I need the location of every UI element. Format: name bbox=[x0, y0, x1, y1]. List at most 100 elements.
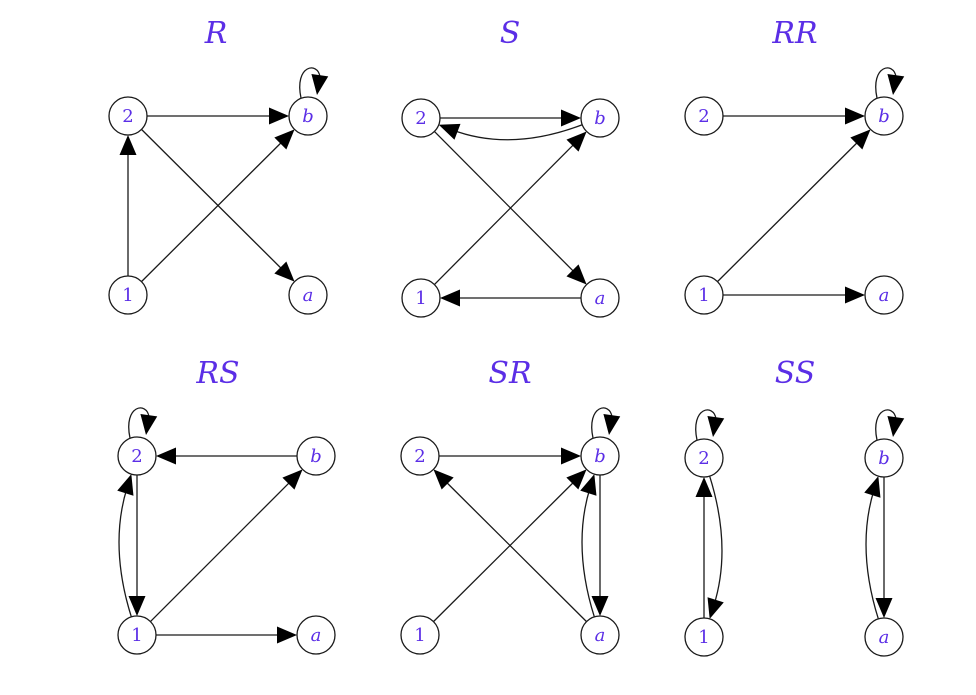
panel-1-node-1: 1 bbox=[401, 278, 441, 318]
panel-2-edge-2-to-b bbox=[723, 107, 865, 125]
panel-2-edge-1-to-a-arrowhead bbox=[845, 286, 865, 304]
panel-2-node-b: b bbox=[864, 96, 904, 136]
node-circle bbox=[864, 275, 904, 315]
node-circle bbox=[400, 436, 440, 476]
node-label: b bbox=[594, 108, 606, 129]
panel-1-edge-2-to-a-arrowhead bbox=[566, 264, 587, 285]
panel-4-node-1: 1 bbox=[400, 615, 440, 655]
panel-4-edge-b-to-a-arrowhead bbox=[591, 596, 609, 616]
node-circle bbox=[108, 96, 148, 136]
node-label: a bbox=[879, 627, 890, 648]
panel-3-edge-1-to-a-arrowhead bbox=[277, 626, 297, 644]
panel-4-edge-b-to-b-arrowhead bbox=[603, 413, 621, 435]
node-label: b bbox=[594, 446, 606, 467]
panel-4-edge-a-to-b bbox=[580, 474, 597, 618]
panel-5-edge-2-to-2 bbox=[695, 409, 725, 441]
node-label: 1 bbox=[698, 285, 709, 306]
panel-1-node-a: a bbox=[580, 278, 620, 318]
panel-4-edge-1-to-b bbox=[433, 469, 587, 623]
panel-2-edge-b-to-b bbox=[875, 67, 905, 99]
node-label: a bbox=[311, 625, 322, 646]
panel-0-edge-1-to-2 bbox=[119, 135, 137, 276]
panel-5-edge-b-to-b bbox=[875, 409, 905, 441]
panel-4-edge-a-to-b-line bbox=[581, 487, 595, 618]
panel-3-node-1: 1 bbox=[117, 615, 157, 655]
panel-2-edge-b-to-b-line bbox=[875, 67, 897, 99]
panel-3-edge-2-to-2 bbox=[128, 407, 158, 439]
panel-0-edge-1-to-b bbox=[141, 129, 295, 283]
panel-1-edge-2-to-b bbox=[440, 109, 581, 127]
panel-1-node-2: 2 bbox=[401, 98, 441, 138]
panel-2-edge-1-to-b-arrowhead bbox=[850, 129, 871, 150]
node-circle bbox=[864, 438, 904, 478]
node-circle bbox=[401, 98, 441, 138]
panel-4-edge-b-to-b bbox=[591, 407, 621, 439]
panel-4-edge-a-to-2-line bbox=[442, 478, 587, 623]
panel-title: RS bbox=[195, 356, 239, 391]
panel-4-node-a: a bbox=[580, 615, 620, 655]
node-circle bbox=[580, 98, 620, 138]
node-circle bbox=[296, 615, 336, 655]
panel-0-edge-2-to-a bbox=[141, 128, 295, 282]
node-circle bbox=[864, 96, 904, 136]
panel-2-node-2: 2 bbox=[684, 96, 724, 136]
panel-5-edge-a-to-b bbox=[864, 476, 881, 620]
node-label: a bbox=[879, 285, 890, 306]
node-label: a bbox=[303, 285, 314, 306]
panel-0-edge-1-to-b-line bbox=[141, 138, 286, 283]
panel-1-edge-b-to-2-arrowhead bbox=[438, 123, 461, 140]
panel-3-edge-1-to-b-arrowhead bbox=[282, 469, 303, 490]
panel-1-edge-1-to-b-arrowhead bbox=[566, 131, 587, 152]
node-label: 1 bbox=[698, 627, 709, 648]
node-label: 1 bbox=[131, 625, 142, 646]
panel-4-edge-a-to-2 bbox=[433, 469, 587, 623]
panel-4-edge-2-to-b-arrowhead bbox=[561, 447, 581, 465]
panel-4-edge-a-to-b-arrowhead bbox=[580, 474, 597, 496]
panel-3-edge-2-to-2-arrowhead bbox=[140, 413, 158, 435]
panel-title: RR bbox=[771, 16, 817, 51]
node-circle bbox=[117, 615, 157, 655]
panel-3-edge-b-to-2 bbox=[156, 447, 297, 465]
panel-2-node-a: a bbox=[864, 275, 904, 315]
panel-5-node-1: 1 bbox=[684, 617, 724, 657]
panel-title: R bbox=[204, 16, 228, 51]
node-circle bbox=[684, 275, 724, 315]
panel-4-edge-1-to-b-arrowhead bbox=[566, 469, 587, 490]
node-circle bbox=[400, 615, 440, 655]
node-circle bbox=[117, 436, 157, 476]
panel-5-node-a: a bbox=[864, 617, 904, 657]
panel-0-edge-b-to-b bbox=[299, 67, 329, 99]
panel-4-edge-b-to-b-line bbox=[591, 407, 613, 439]
panel-0-node-b: b bbox=[288, 96, 328, 136]
panel-5-edge-2-to-2-line bbox=[695, 409, 717, 441]
panel-5-edge-a-to-b-line bbox=[865, 489, 879, 620]
panel-2-edge-1-to-b bbox=[717, 129, 871, 283]
panel-5-edge-1-to-2-arrowhead bbox=[695, 477, 713, 497]
panel-3-node-b: b bbox=[296, 436, 336, 476]
panel-0-edge-b-to-b-line bbox=[299, 67, 321, 99]
panel-3-edge-1-to-a bbox=[156, 626, 297, 644]
panel-0-edge-1-to-2-arrowhead bbox=[119, 135, 137, 155]
panel-4-edge-b-to-a bbox=[591, 475, 609, 616]
panel-5-edge-b-to-b-line bbox=[875, 409, 897, 441]
panel-4-node-2: 2 bbox=[400, 436, 440, 476]
panel-5-edge-2-to-1 bbox=[707, 475, 724, 619]
panel-2-edge-1-to-a bbox=[723, 286, 865, 304]
panel-4-edge-2-to-b bbox=[439, 447, 581, 465]
node-label: 2 bbox=[122, 106, 133, 127]
node-label: b bbox=[310, 446, 322, 467]
node-circle bbox=[580, 278, 620, 318]
panel-5-edge-b-to-b-arrowhead bbox=[887, 415, 905, 437]
panel-3-edge-1-to-b-line bbox=[149, 478, 294, 623]
node-circle bbox=[864, 617, 904, 657]
node-circle bbox=[580, 615, 620, 655]
panel-2: RR 1 2 a b bbox=[684, 16, 905, 315]
panel-5-edge-b-to-a-arrowhead bbox=[875, 598, 893, 618]
panel-4-edge-a-to-2-arrowhead bbox=[433, 469, 454, 490]
node-label: 2 bbox=[131, 446, 142, 467]
panel-0-edge-b-to-b-arrowhead bbox=[311, 73, 329, 95]
panel-5-edge-2-to-1-line bbox=[709, 475, 723, 606]
panel-0-edge-1-to-b-arrowhead bbox=[274, 129, 295, 150]
node-circle bbox=[288, 96, 328, 136]
